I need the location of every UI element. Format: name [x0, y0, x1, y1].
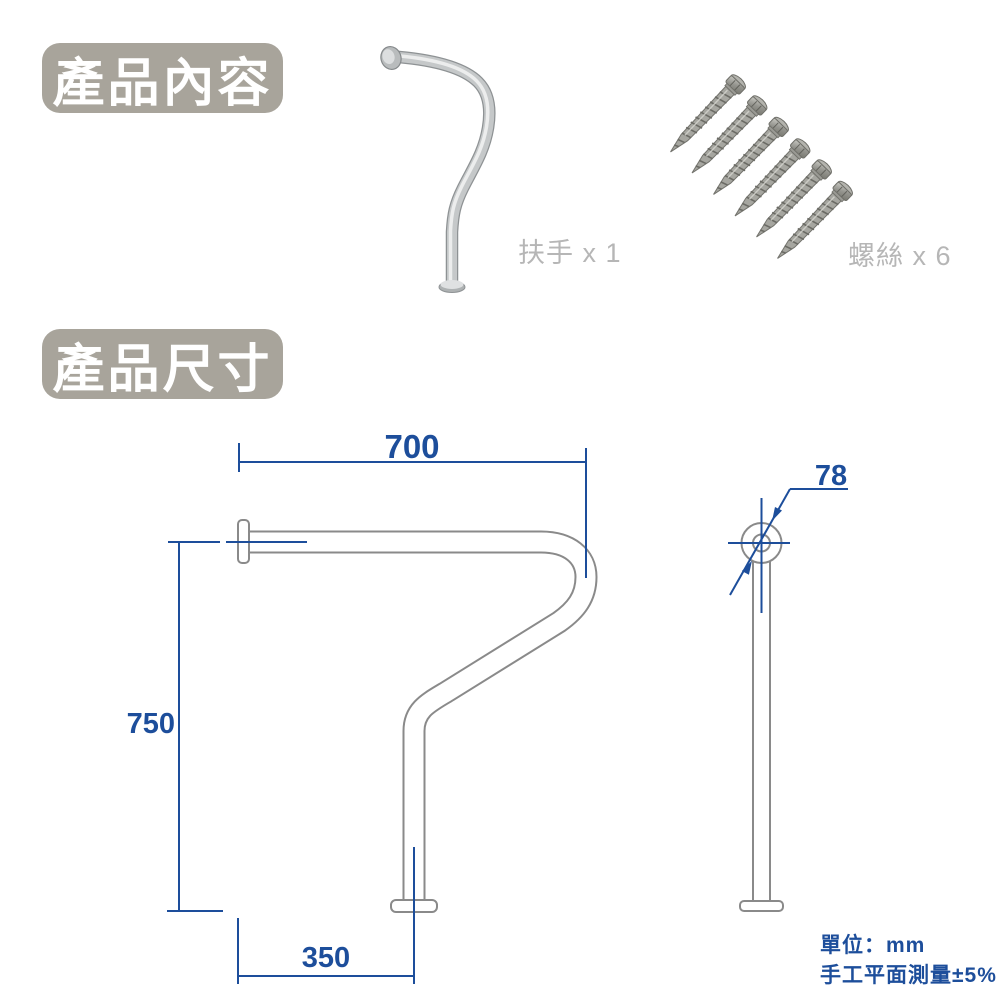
dim-700: 700	[238, 428, 587, 578]
unit-note: 單位：mm	[820, 933, 925, 957]
screws-photo	[662, 71, 856, 266]
handrail-qty-label: 扶手 x 1	[518, 238, 622, 268]
dim-750: 750	[127, 541, 307, 912]
handrail-photo	[380, 46, 496, 293]
screw-icon	[769, 178, 856, 266]
floor-flange-side	[739, 900, 784, 912]
screw-icon	[748, 156, 835, 245]
dim-78-label: 78	[815, 460, 847, 492]
dim-78: 78	[728, 460, 848, 613]
screw-icon	[662, 71, 749, 160]
screw-icon	[727, 135, 814, 224]
front-view-drawing	[237, 519, 598, 913]
screws-qty-label: 螺絲 x 6	[848, 241, 952, 271]
dim-350-label: 350	[302, 942, 350, 974]
screw-icon	[684, 92, 771, 181]
dim-700-label: 700	[384, 428, 439, 465]
tolerance-note: 手工平面測量±5%	[820, 964, 997, 987]
dim-350: 350	[237, 847, 415, 984]
section-title-contents: 產品內容	[42, 43, 283, 113]
screw-icon	[705, 114, 792, 202]
section-title-dimensions: 產品尺寸	[42, 329, 283, 399]
dim-750-label: 750	[127, 708, 175, 740]
